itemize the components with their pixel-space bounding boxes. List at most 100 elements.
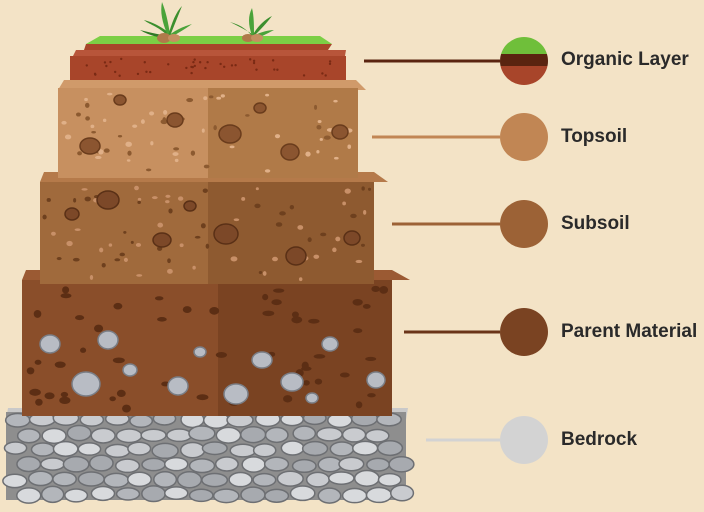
subsoil-speck	[335, 236, 341, 242]
subsoil-speck	[332, 247, 337, 253]
topsoil-speck	[127, 150, 132, 156]
subsoil-speck	[56, 256, 62, 261]
subsoil-speck	[108, 243, 113, 247]
pebble-icon	[113, 94, 127, 106]
organic-speck	[145, 70, 148, 73]
organic-speck	[276, 68, 279, 71]
bedrock-stone	[289, 485, 316, 502]
bedrock-stone	[280, 440, 305, 456]
topsoil-speck	[245, 114, 250, 117]
parent-speck	[112, 357, 125, 364]
bedrock-stone	[141, 485, 166, 503]
bedrock-label: Bedrock	[561, 429, 638, 450]
bedrock-stone	[214, 456, 239, 472]
pebble-icon	[183, 200, 197, 212]
organic-speck	[302, 74, 306, 77]
topsoil-speck	[102, 118, 107, 123]
bedrock-stone	[291, 458, 317, 474]
topsoil-speck	[140, 119, 145, 124]
subsoil-label: Subsoil	[561, 213, 630, 234]
parent-speck	[271, 299, 282, 306]
bedrock-stone	[353, 469, 380, 487]
bedrock-stone	[77, 471, 105, 487]
parent-speck	[26, 367, 35, 375]
organic-speck	[143, 61, 146, 64]
subsoil-speck	[157, 222, 164, 228]
subsoil-speck	[289, 204, 295, 210]
topsoil-speck	[149, 111, 155, 116]
bedrock-stone	[240, 486, 266, 504]
bedrock-stone	[62, 455, 90, 473]
organic-speck	[105, 64, 108, 68]
subsoil-speck	[114, 258, 121, 262]
parent-speck	[273, 288, 285, 293]
subsoil-speck	[202, 188, 208, 193]
parent-speck	[154, 296, 164, 301]
topsoil-speck	[334, 156, 339, 160]
bedrock-stone	[188, 425, 216, 442]
organic-speck	[222, 65, 226, 68]
bedrock-stone	[239, 425, 267, 444]
bedrock-stone	[252, 443, 277, 458]
topsoil-speck	[347, 144, 352, 149]
subsoil-speck	[72, 257, 80, 262]
stone-icon	[71, 371, 101, 397]
subsoil-speck	[200, 223, 206, 229]
organic-speck	[204, 66, 207, 70]
bedrock-stone	[153, 470, 178, 488]
grass-top	[84, 36, 332, 50]
topsoil-speck	[201, 128, 205, 133]
parent-speck	[262, 310, 275, 317]
parent-speck	[262, 293, 269, 301]
organic-speck	[192, 60, 195, 64]
topsoil-speck	[305, 151, 311, 157]
bedrock-stone	[141, 457, 166, 472]
subsoil-speck	[258, 271, 263, 275]
subsoil-speck	[255, 187, 259, 191]
subsoil-speck	[167, 258, 171, 264]
subsoil-speck	[275, 222, 283, 227]
topsoil-speck	[106, 92, 113, 96]
topsoil-speck	[274, 134, 281, 139]
topsoil-speck	[314, 104, 318, 110]
subsoil-speck	[151, 196, 158, 200]
pebble-icon	[152, 232, 172, 248]
parent-speck	[352, 298, 363, 306]
parent-speck	[196, 394, 209, 401]
parent-speck	[116, 389, 126, 398]
topsoil-speck	[64, 134, 72, 140]
bedrock-stone	[140, 428, 167, 443]
stone-icon	[39, 334, 61, 354]
organic-layer-swatch	[500, 37, 548, 85]
topsoil-speck	[160, 119, 168, 125]
stone-icon	[321, 336, 339, 352]
parent-speck	[113, 302, 123, 310]
bedrock-stone	[316, 426, 343, 442]
topsoil-speck	[77, 151, 82, 156]
parent-speck	[313, 354, 326, 359]
bedrock-stone	[264, 426, 289, 444]
organic-speck	[252, 59, 256, 63]
parent-speck	[94, 324, 104, 333]
parent-speck	[60, 293, 72, 299]
stone-icon	[223, 383, 249, 405]
subsoil-speck	[363, 209, 367, 215]
bedrock-stone	[188, 458, 216, 474]
subsoil-speck	[233, 218, 240, 222]
organic-speck	[230, 64, 234, 67]
organic-speck	[252, 61, 256, 65]
bedrock-stone	[52, 440, 79, 457]
subsoil-speck	[194, 235, 201, 239]
parent-speck	[44, 392, 55, 400]
subsoil-speck	[262, 271, 267, 276]
subsoil-speck	[81, 188, 88, 191]
subsoil-speck	[130, 240, 134, 244]
bedrock-stone	[40, 485, 65, 504]
bedrock-stone	[88, 454, 114, 472]
subsoil-speck	[367, 187, 372, 191]
bedrock-stone	[16, 428, 41, 444]
subsoil-speck	[167, 268, 173, 274]
bedrock-stone	[263, 456, 290, 472]
parent-speck	[339, 372, 350, 378]
subsoil-speck	[136, 274, 143, 277]
